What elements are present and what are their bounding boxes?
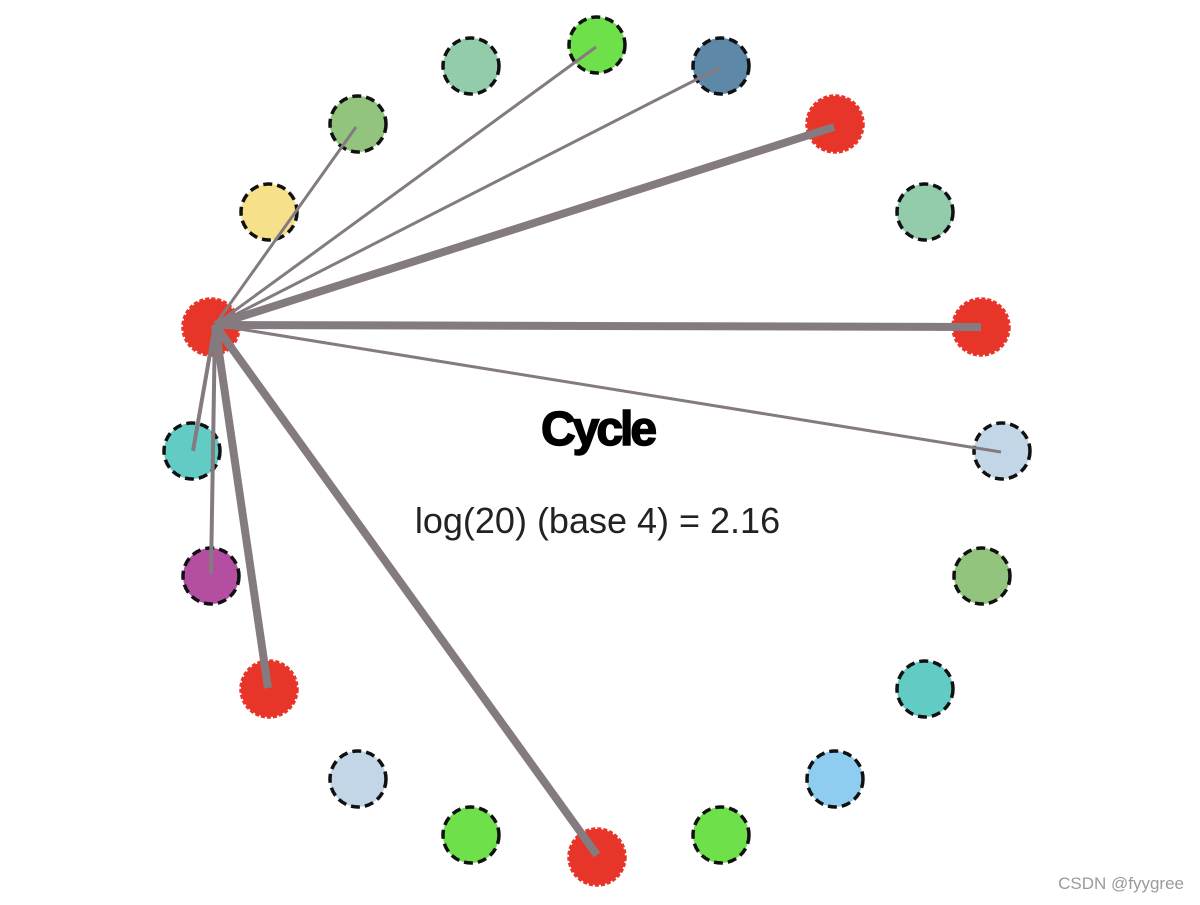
graph-edge — [191, 324, 217, 452]
graph-node[interactable] — [691, 805, 751, 865]
graph-node[interactable] — [567, 15, 627, 75]
nodes-layer — [162, 15, 1032, 887]
graph-node[interactable] — [328, 94, 388, 154]
graph-node[interactable] — [328, 749, 388, 809]
graph-node[interactable] — [895, 659, 955, 719]
graph-edge — [214, 45, 597, 327]
edges-layer — [191, 45, 1002, 858]
graph-node[interactable] — [952, 546, 1012, 606]
graph-node[interactable] — [239, 182, 299, 242]
graph-edge — [214, 321, 982, 331]
graph-node-selected[interactable] — [567, 827, 627, 887]
graph-edge — [209, 324, 217, 575]
graph-edge — [211, 324, 272, 689]
graph-node[interactable] — [441, 36, 501, 96]
graph-node[interactable] — [895, 182, 955, 242]
graph-node[interactable] — [691, 36, 751, 96]
graph-node[interactable] — [972, 421, 1032, 481]
graph-edge — [213, 123, 836, 329]
graph-edge — [214, 323, 1002, 454]
watermark: CSDN @fyygree — [1058, 874, 1184, 893]
graph-edge — [214, 65, 722, 327]
graph-node[interactable] — [162, 421, 222, 481]
graph-node-selected[interactable] — [239, 659, 299, 719]
graph-edge — [211, 322, 601, 858]
graph-node-selected[interactable] — [805, 94, 865, 154]
graph-node[interactable] — [805, 749, 865, 809]
graph-node[interactable] — [441, 805, 501, 865]
graph-edge — [213, 126, 358, 326]
graph-title: Cycle — [540, 402, 658, 457]
graph-subtitle: log(20) (base 4) = 2.16 — [414, 500, 781, 541]
